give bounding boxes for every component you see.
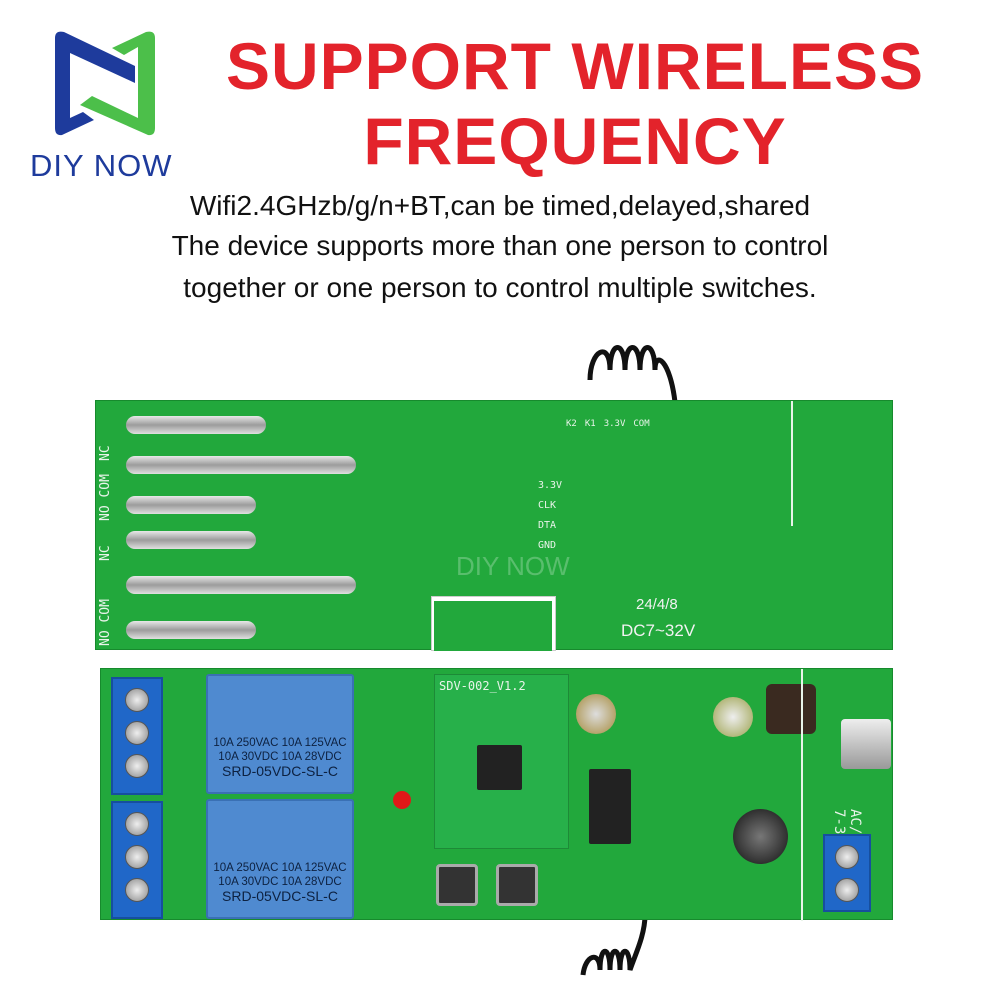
relay-1: 10A 250VAC 10A 125VAC 10A 30VDC 10A 28VD…: [206, 674, 354, 794]
wifi-module: SDV-002_V1.2: [434, 674, 569, 849]
relay-2: 10A 250VAC 10A 125VAC 10A 30VDC 10A 28VD…: [206, 799, 354, 919]
capacitor-3: [733, 809, 788, 864]
relay-2-rating2: 10A 30VDC 10A 28VDC: [218, 876, 342, 888]
watermark: DIY NOW: [456, 551, 570, 581]
brand-name: DIY NOW: [30, 148, 173, 183]
antenna-coil-bottom: [580, 915, 648, 976]
description-line1: Wifi2.4GHzb/g/n+BT,can be timed,delayed,…: [189, 190, 811, 221]
relay-2-model: SRD-05VDC-SL-C: [222, 888, 338, 904]
top-k2: K2: [566, 419, 577, 429]
board-voltage: DC7~32V: [621, 621, 696, 640]
label-nc-1: NC: [98, 445, 113, 461]
board-code: 24/4/8: [636, 596, 678, 613]
header-clk: CLK: [538, 500, 557, 511]
red-led: [393, 791, 411, 809]
relay-2-rating1: 10A 250VAC 10A 125VAC: [213, 862, 347, 874]
relay-1-model: SRD-05VDC-SL-C: [222, 763, 338, 779]
antenna-coil-top: [587, 345, 678, 403]
top-com: COM: [633, 419, 650, 429]
description-line2: The device supports more than one person…: [171, 230, 829, 261]
push-button-1[interactable]: [436, 864, 478, 906]
headline-line2: FREQUENCY: [363, 104, 787, 178]
capacitor-1: [576, 694, 616, 734]
inductor: [766, 684, 816, 734]
top-k1: K1: [584, 419, 596, 429]
module-label: SDV-002_V1.2: [439, 679, 526, 693]
description-line3: together or one person to control multip…: [183, 272, 817, 303]
relay-1-rating1: 10A 250VAC 10A 125VAC: [213, 737, 347, 749]
pcb-back-side: NC NO COM NC NO COM 3.3V CLK DTA GND K2 …: [95, 400, 893, 651]
terminal-block-1: [111, 677, 163, 795]
capacitor-2: [713, 697, 753, 737]
top-3v3: 3.3V: [603, 419, 626, 429]
usb-c-port[interactable]: [841, 719, 891, 769]
pcb-front-side: 10A 250VAC 10A 125VAC 10A 30VDC 10A 28VD…: [100, 668, 893, 921]
label-no-com-1: NO COM: [98, 474, 113, 521]
header-dta: DTA: [538, 520, 557, 531]
header-gnd: GND: [538, 540, 557, 551]
label-no-com-2: NO COM: [98, 599, 113, 646]
power-terminal: [823, 834, 871, 912]
ic-chip: [589, 769, 631, 844]
header-3v3: 3.3V: [538, 480, 563, 491]
headline-line1: SUPPORT WIRELESS: [225, 29, 925, 103]
brand-logo: [55, 31, 155, 136]
relay-1-rating2: 10A 30VDC 10A 28VDC: [218, 751, 342, 763]
terminal-block-2: [111, 801, 163, 919]
push-button-2[interactable]: [496, 864, 538, 906]
label-nc-2: NC: [98, 545, 113, 561]
